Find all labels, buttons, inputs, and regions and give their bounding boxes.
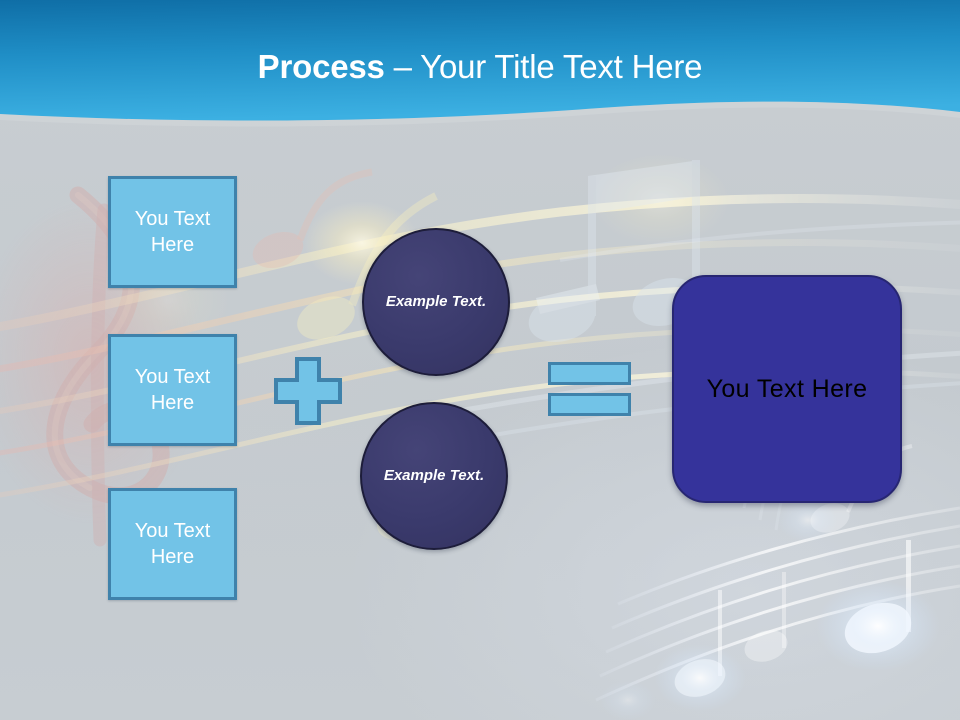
process-circle-1-label: Example Text. [385, 293, 487, 310]
title-normal-part: – Your Title Text Here [393, 48, 703, 85]
header-banner [0, 0, 960, 127]
plus-icon[interactable] [273, 356, 343, 426]
result-box-label: You Text Here [706, 374, 868, 403]
title-bold-part: Process [257, 48, 394, 85]
equals-bar-bottom [548, 393, 631, 416]
input-box-2[interactable]: You Text Here [108, 334, 237, 446]
process-circle-1[interactable]: Example Text. [362, 228, 510, 376]
page-title: Process – Your Title Text Here [0, 47, 960, 87]
input-box-3[interactable]: You Text Here [108, 488, 237, 600]
input-box-1-label: You Text Here [134, 208, 211, 256]
input-box-2-label: You Text Here [134, 366, 211, 414]
result-box[interactable]: You Text Here [672, 275, 902, 503]
process-circle-2[interactable]: Example Text. [360, 402, 508, 550]
equals-icon[interactable] [548, 362, 631, 416]
equals-bar-top [548, 362, 631, 385]
input-box-3-label: You Text Here [134, 520, 211, 568]
input-box-1[interactable]: You Text Here [108, 176, 237, 288]
process-circle-2-label: Example Text. [383, 467, 485, 484]
